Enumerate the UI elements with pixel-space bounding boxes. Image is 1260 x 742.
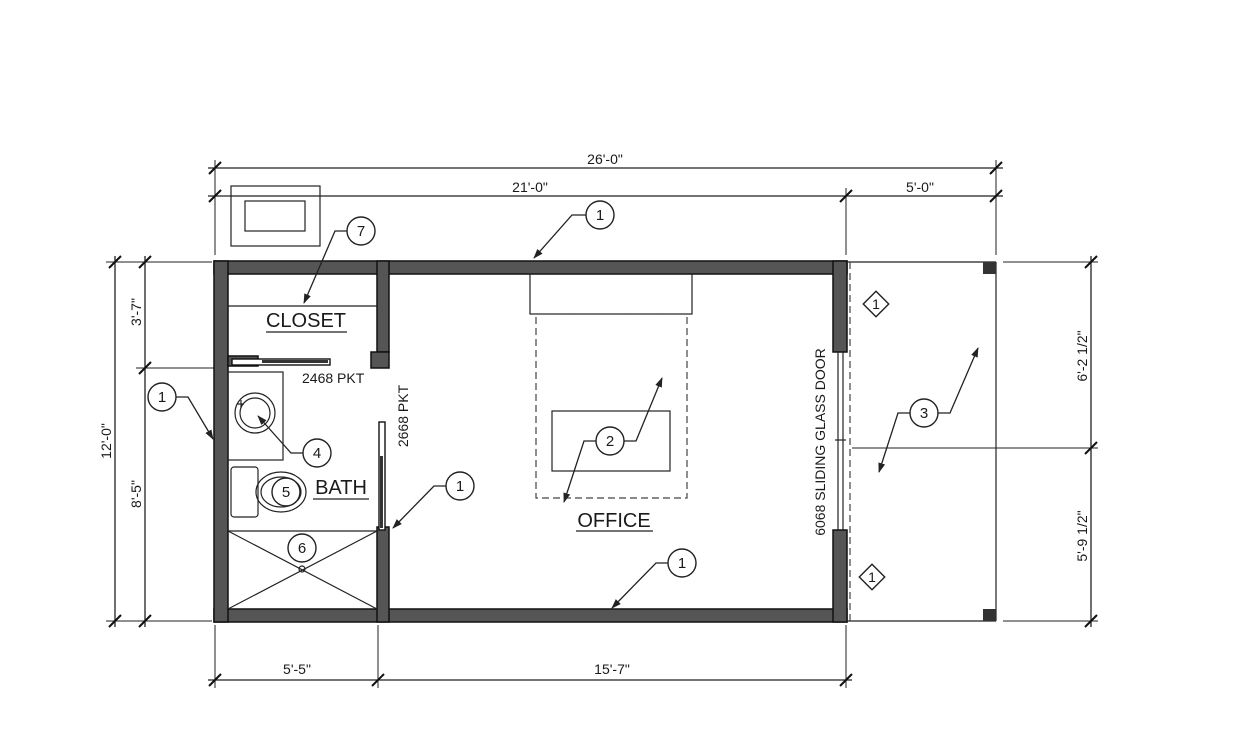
- svg-text:3: 3: [920, 405, 928, 422]
- dim-office-width: 15'-7": [594, 661, 630, 677]
- dim-bath-width: 5'-5": [283, 661, 311, 677]
- keynote-1-left: 1: [147, 382, 214, 440]
- room-label-office: OFFICE: [577, 510, 650, 532]
- bottom-dimensions: 5'-5" 15'-7": [208, 625, 853, 688]
- svg-text:6: 6: [298, 540, 306, 557]
- svg-text:5: 5: [282, 484, 290, 501]
- keynote-1-bath-door: 1: [392, 471, 475, 529]
- keynote-1-bottom: 1: [611, 548, 697, 609]
- dim-deck-top: 6'-2 1/2": [1074, 330, 1090, 381]
- exterior-unit: [230, 185, 321, 247]
- office-furniture: [529, 273, 693, 499]
- dim-overall-width: 26'-0": [587, 151, 623, 167]
- door-label-bath: 2668 PKT: [395, 384, 411, 447]
- deck: [847, 261, 997, 622]
- sliding-glass-door: [835, 352, 846, 530]
- door-labels: 2468 PKT 2668 PKT 6068 SLIDING GLASS DOO…: [302, 348, 828, 536]
- keynote-6-shower: 6: [287, 533, 317, 563]
- svg-text:4: 4: [313, 445, 321, 462]
- door-label-closet: 2468 PKT: [302, 370, 365, 386]
- toilet: [230, 466, 307, 518]
- keynote-1-top: 1: [533, 200, 615, 259]
- dim-main-width: 21'-0": [512, 179, 548, 195]
- room-label-closet: CLOSET: [266, 310, 346, 332]
- svg-text:1: 1: [872, 296, 880, 312]
- svg-text:2: 2: [606, 433, 614, 450]
- svg-text:1: 1: [456, 478, 464, 495]
- pocket-doors: [231, 358, 386, 531]
- svg-text:1: 1: [596, 207, 604, 224]
- left-dimensions: 12'-0" 3'-7" 8'-5": [98, 255, 222, 628]
- keynote-5-toilet: 5: [271, 477, 301, 507]
- right-dimensions: 6'-2 1/2" 5'-9 1/2": [852, 255, 1098, 628]
- svg-text:1: 1: [678, 555, 686, 572]
- sink: [227, 371, 284, 461]
- keynote-7-closet: 7: [303, 216, 376, 304]
- window-tag-lower: 1: [858, 563, 886, 591]
- svg-text:7: 7: [357, 223, 365, 240]
- top-dimensions: 26'-0" 21'-0" 5'-0": [208, 151, 1003, 255]
- room-labels: CLOSET BATH OFFICE: [266, 310, 653, 532]
- dim-deck-width: 5'-0": [906, 179, 934, 195]
- dim-overall-depth: 12'-0": [98, 423, 114, 459]
- window-tag-upper: 1: [862, 290, 890, 318]
- keynote-2-desk: 2: [563, 377, 663, 503]
- room-label-bath: BATH: [315, 477, 367, 499]
- door-label-sliding: 6068 SLIDING GLASS DOOR: [812, 348, 828, 536]
- dim-bath-depth: 8'-5": [128, 480, 144, 508]
- svg-text:1: 1: [158, 389, 166, 406]
- keynote-3-deck: 3: [878, 347, 979, 473]
- keynote-4-sink: 4: [257, 415, 332, 468]
- dim-deck-bottom: 5'-9 1/2": [1074, 510, 1090, 561]
- dim-closet-depth: 3'-7": [128, 298, 144, 326]
- shower: [227, 530, 378, 610]
- svg-text:1: 1: [868, 569, 876, 585]
